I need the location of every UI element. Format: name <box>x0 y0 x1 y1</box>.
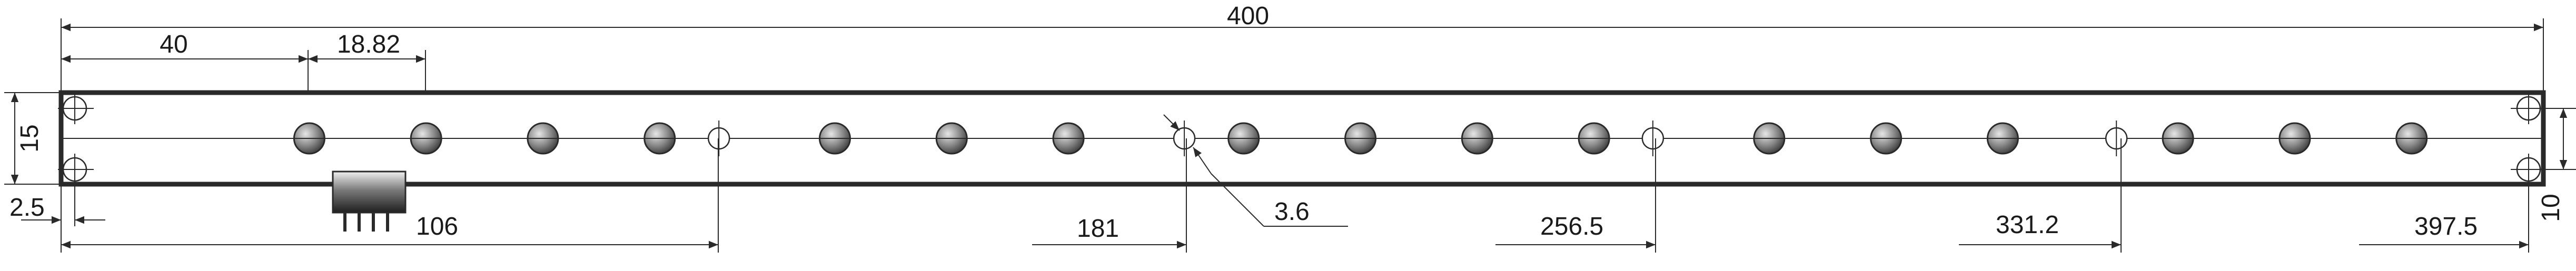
led <box>818 122 851 155</box>
dim-hole-diameter-label: 3.6 <box>1274 198 1310 226</box>
dim-hole-181: 181 <box>1032 138 1187 253</box>
corner-hole <box>2511 154 2547 185</box>
led <box>1344 122 1377 155</box>
dim-left-edge-label: 2.5 <box>9 194 45 222</box>
dim-right-height-label: 10 <box>2537 194 2565 222</box>
dim-right-height: 10 <box>2537 108 2576 222</box>
dim-hole-diameter: 3.6 <box>1163 114 1348 227</box>
dim-hole-331-label: 331.2 <box>1996 211 2059 239</box>
mount-hole <box>1173 121 1196 156</box>
led <box>643 122 676 155</box>
led <box>527 122 559 155</box>
led <box>1461 122 1493 155</box>
corner-hole <box>2511 93 2547 124</box>
dim-hole-397: 397.5 <box>2359 184 2529 253</box>
mount-hole <box>707 121 730 156</box>
dim-hole-256-label: 256.5 <box>1540 213 1603 240</box>
dim-hole-181-label: 181 <box>1077 215 1119 243</box>
dim-board-height-label: 15 <box>16 124 44 152</box>
led <box>410 122 442 155</box>
led <box>935 122 968 155</box>
dim-led-pitch-label: 18.82 <box>337 31 400 58</box>
dim-overall-length-label: 400 <box>1227 2 1269 30</box>
dim-first-led-label: 40 <box>160 31 187 58</box>
dim-first-led: 40 <box>61 31 309 163</box>
dim-hole-256: 256.5 <box>1495 138 1656 253</box>
led <box>2395 122 2428 155</box>
mount-holes <box>707 121 2128 156</box>
dim-hole-106-label: 106 <box>416 213 458 240</box>
dim-hole-397-label: 397.5 <box>2414 213 2478 240</box>
corner-holes <box>58 93 2547 185</box>
led-row <box>293 122 2428 155</box>
dim-hole-331: 331.2 <box>1959 138 2122 253</box>
led <box>293 122 325 155</box>
connector <box>332 170 407 232</box>
led <box>1986 122 2019 155</box>
dim-board-height: 15 <box>4 92 61 185</box>
led <box>2162 122 2194 155</box>
mount-hole <box>1641 121 1665 156</box>
led <box>2278 122 2311 155</box>
mount-hole <box>2105 121 2128 156</box>
led <box>1753 122 1786 155</box>
led <box>1227 122 1260 155</box>
led <box>1870 122 1903 155</box>
dim-overall-length: 400 <box>61 2 2544 95</box>
dim-left-edge: 2.5 <box>9 184 105 253</box>
led <box>1052 122 1085 155</box>
dim-led-pitch: 18.82 <box>308 31 426 163</box>
corner-hole <box>58 154 94 185</box>
corner-hole <box>58 93 94 124</box>
led <box>1578 122 1610 155</box>
dim-hole-106: 106 <box>61 138 719 253</box>
